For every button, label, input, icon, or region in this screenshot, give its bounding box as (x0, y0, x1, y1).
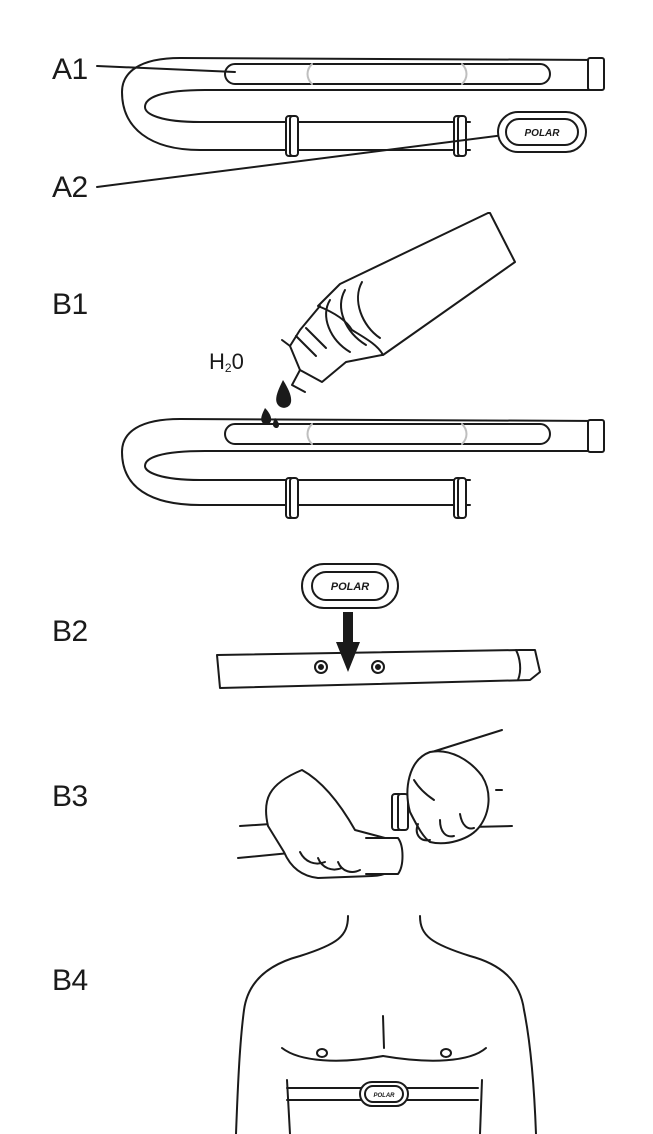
strap-b2 (216, 649, 541, 689)
transmitter-b2: POLAR (301, 563, 399, 609)
label-b1: B1 (52, 288, 88, 321)
water-label: H20 (209, 349, 244, 375)
hands-fastening (237, 729, 513, 879)
brand-b2: POLAR (331, 581, 370, 593)
brand-b4: POLAR (374, 1093, 396, 1099)
label-b3: B3 (52, 780, 88, 813)
leader-a2 (96, 132, 521, 188)
brand-a2: POLAR (525, 128, 561, 139)
down-arrow-icon (336, 612, 360, 672)
transmitter-a2: POLAR (497, 111, 587, 153)
label-b2: B2 (52, 615, 88, 648)
leader-a1 (96, 65, 236, 73)
label-b4: B4 (52, 964, 88, 997)
torso (235, 915, 537, 1134)
strap-a1 (121, 57, 605, 157)
chest-strap-b4: POLAR (286, 1081, 479, 1107)
water-bottle (281, 212, 516, 393)
label-a1: A1 (52, 53, 88, 86)
water-drops (261, 380, 292, 429)
strap-b1 (121, 418, 605, 519)
label-a2: A2 (52, 171, 88, 204)
